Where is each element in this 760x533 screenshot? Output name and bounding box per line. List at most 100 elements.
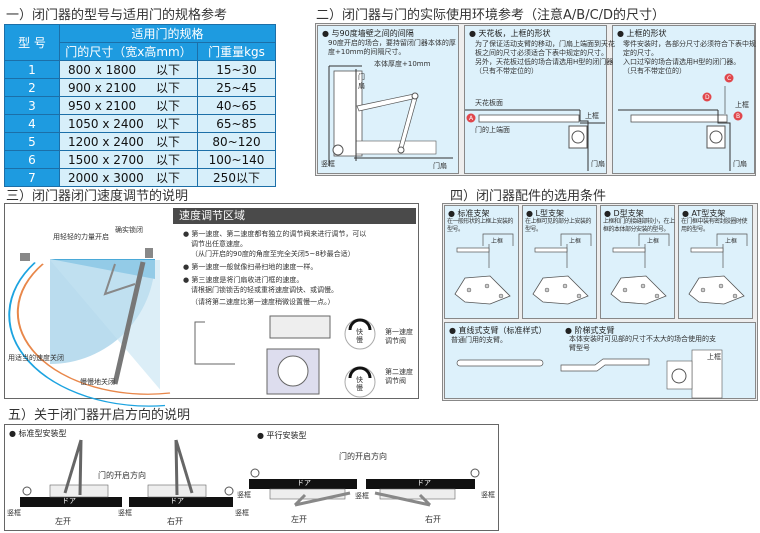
panel-text: 零件安装时，各部分尺寸必须符合下表中规定的尺寸。入口过窄的场合请选用H型的闭门器…: [623, 40, 756, 75]
bracket-panel: ● 标准支架 在一般形状的上框上安装的型号。 上框: [444, 205, 519, 319]
frame-label: 竖框: [118, 509, 132, 517]
panel-text: 90度开启的场合，要持留闭门器本体的厚度+10mm的间隔尺寸。: [328, 39, 456, 56]
bracket-panel: ● L型支架 在上框可见的部分上安装的型号。 上框: [522, 205, 597, 319]
fast-label: 快: [356, 328, 363, 336]
weight-cell: 15~30: [197, 60, 276, 79]
left-open-label: 左开: [55, 517, 71, 526]
frame-label: 上框: [585, 112, 599, 120]
standard-title: ● 标准型安装型: [9, 429, 67, 438]
wall-gap-diagram: [328, 65, 453, 166]
door-top-label: 门的上端面: [475, 126, 510, 134]
speed-bullets: ● 第一速度、第二速度都有独立的调节阀来进行调节，可以 调节出任意速度。 （从门…: [183, 230, 367, 306]
valve-diagram: [194, 315, 376, 398]
fast-label: 快: [356, 376, 363, 384]
frame-label: 竖框: [235, 509, 249, 517]
weight-cell: 65~85: [197, 114, 276, 133]
weight-cell: 250以下: [197, 168, 276, 187]
right-open-label: 右开: [167, 517, 183, 526]
panel-title: ● 上框的形状: [617, 29, 667, 38]
model-cell: 3: [4, 96, 60, 115]
section5-title: 五）关于闭门器开启方向的说明: [8, 408, 191, 423]
speed-zone-header: 速度调节区域: [173, 208, 416, 224]
model-header: 型 号: [4, 24, 60, 61]
frame-label: 上框: [725, 238, 738, 245]
ceiling-diagram: [465, 109, 605, 171]
valve1-label: 第一速度调节阀: [385, 328, 413, 345]
model-cell: 2: [4, 78, 60, 97]
frame-label: 上框: [569, 238, 582, 245]
frame-label: 竖框: [321, 160, 335, 168]
direction-label: 门的开启方向: [98, 471, 146, 480]
door-label: ドア: [417, 479, 431, 487]
spec-table: 型 号 适用门的规格 门的尺寸（宽x高mm） 门重量kgs 1 800 x 18…: [4, 24, 276, 187]
bracket-diagram: [610, 233, 670, 305]
bracket-title: ● L型支架: [526, 209, 564, 218]
bracket-title: ● D型支架: [604, 209, 644, 218]
marker-a: A: [469, 115, 474, 122]
left-open-label: 左开: [291, 515, 307, 524]
model-cell: 6: [4, 150, 60, 169]
model-cell: 1: [4, 60, 60, 79]
section3-title: 三）闭门器闭门速度调节的说明: [6, 189, 189, 204]
bracket-panel: ● D型支架 上框和门的接缝部较小，在上框的本体部分安装的型号。 上框: [600, 205, 675, 319]
door-label: ドア: [297, 479, 311, 487]
arm-panel: ● 直线式支臂（标准样式） 普通门用的支臂。 ● 阶梯式支臂 本体安装时可见部的…: [444, 322, 756, 399]
marker-b: B: [736, 113, 741, 120]
frame-label: 上框: [491, 238, 504, 245]
direction-diagram: [20, 439, 480, 507]
door-label: 门扇: [591, 160, 605, 168]
weight-cell: 25~45: [197, 78, 276, 97]
speed-arc-diagram: [8, 248, 171, 407]
model-cell: 5: [4, 132, 60, 151]
arm-text: 普通门用的支臂。: [451, 336, 507, 344]
close-label: 用适当的速度关闭: [8, 354, 64, 362]
frame-label: 上框: [707, 353, 721, 361]
model-cell: 4: [4, 114, 60, 133]
section1-title: 一）闭门器的型号与适用门的规格参考: [6, 8, 228, 23]
wall-gap-panel: ● 与90度墙壁之间的间隔 90度开启的场合，要持留闭门器本体的厚度+10mm的…: [317, 25, 459, 174]
bracket-panel: ● AT型支架 在门框中装有密封胶圈时使用的型号。 上框: [678, 205, 753, 319]
panel-text: 为了保证活动支臂的移动，门扇上端面到天花板之间的尺寸必须适合下表中规定的尺寸。另…: [475, 40, 615, 75]
arm-text: 本体安装时可见部的尺寸不太大的场合使用的支臂型号: [569, 335, 716, 352]
speed-box: 用轻轻的力量开启 确实锁闭 用适当的速度关闭 慢慢地关闭 速度调节区域 ● 第一…: [4, 203, 419, 407]
section4-title: 四）闭门器配件的选用条件: [450, 189, 607, 204]
section2-title: 二）闭门器与门的实际使用环境参考（注意A/B/C/D的尺寸）: [316, 8, 666, 23]
top-frame-panel: ● 上框的形状 零件安装时，各部分尺寸必须符合下表中规定的尺寸。入口过窄的场合请…: [612, 25, 756, 174]
direction-box: ● 标准型安装型 ● 平行安装型 ドア ドア ドア ドア 门的开启方向 门的开启…: [4, 424, 499, 531]
size-header: 门的尺寸（宽x高mm）: [59, 42, 198, 61]
marker-c: C: [727, 75, 732, 82]
arm-title: ● 直线式支臂（标准样式）: [449, 326, 547, 335]
arm-diagrams: [456, 349, 723, 399]
panel-title: ● 与90度墙壁之间的间隔: [322, 29, 414, 38]
bracket-text: 在一般形状的上框上安装的型号。: [447, 218, 514, 233]
door-label: 门扇: [358, 73, 365, 90]
parallel-title: ● 平行安装型: [257, 431, 307, 440]
model-cell: 7: [4, 168, 60, 187]
door-label: 门扇: [733, 160, 747, 168]
bracket-title: ● 标准支架: [448, 209, 490, 218]
right-open-label: 右开: [425, 515, 441, 524]
bracket-title: ● AT型支架: [682, 209, 726, 218]
dim-label: 本体厚度+10mm: [374, 60, 431, 68]
ceiling-label: 天花板面: [475, 99, 503, 107]
slow-close-label: 慢慢地关闭: [80, 378, 115, 386]
frame-label: 上框: [735, 101, 749, 109]
bracket-diagram: [532, 233, 592, 305]
door-label: 门扇: [433, 162, 447, 170]
door-label: ドア: [170, 497, 184, 505]
weight-cell: 40~65: [197, 96, 276, 115]
valve2-label: 第二速度调节阀: [385, 368, 413, 385]
bracket-text: 在门框中装有密封胶圈时使用的型号。: [681, 218, 748, 233]
bracket-text: 在上框可见的部分上安装的型号。: [525, 218, 592, 233]
